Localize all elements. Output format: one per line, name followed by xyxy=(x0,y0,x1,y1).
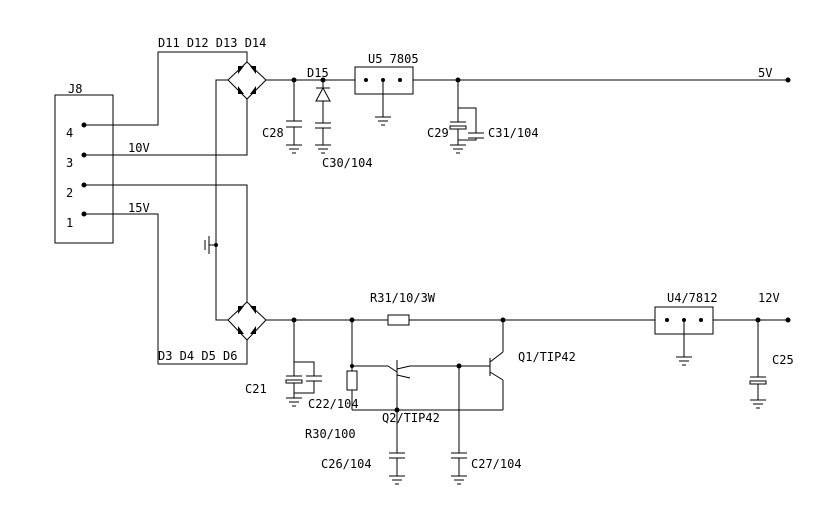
label-d11-d14: D11 D12 D13 D14 xyxy=(158,36,266,50)
label-c31: C31/104 xyxy=(488,126,539,140)
bridge-d3-d6 xyxy=(227,301,267,341)
capacitor-c27 xyxy=(451,366,467,485)
connector-j8 xyxy=(54,94,114,244)
resistor-r30 xyxy=(346,320,388,410)
label-c21: C21 xyxy=(245,382,267,396)
capacitor-c25 xyxy=(749,320,767,409)
label-u5: U5 7805 xyxy=(368,52,419,66)
label-c26: C26/104 xyxy=(321,457,372,471)
label-pin1: 1 xyxy=(66,216,73,230)
label-c22: C22/104 xyxy=(308,397,359,411)
capacitor-c29-c31 xyxy=(449,80,484,154)
label-15v: 15V xyxy=(128,201,150,215)
capacitor-c26 xyxy=(389,410,405,485)
label-pin4: 4 xyxy=(66,126,73,140)
label-j8: J8 xyxy=(68,82,82,96)
label-q1: Q1/TIP42 xyxy=(518,350,576,364)
label-c28: C28 xyxy=(262,126,284,140)
label-r30: R30/100 xyxy=(305,427,356,441)
rail-5v xyxy=(266,77,791,83)
transistor-q1 xyxy=(459,320,504,410)
label-c27: C27/104 xyxy=(471,457,522,471)
label-c29: C29 xyxy=(427,126,449,140)
label-pin2: 2 xyxy=(66,186,73,200)
rail-12v xyxy=(266,314,791,326)
label-c25: C25 xyxy=(772,353,794,367)
rail-capacitor xyxy=(204,236,218,254)
label-c30: C30/104 xyxy=(322,156,373,170)
wires-j8 xyxy=(84,51,248,365)
capacitor-c21-c22 xyxy=(285,320,322,407)
capacitor-c28 xyxy=(286,80,302,154)
label-r31: R31/10/3W xyxy=(370,291,436,305)
label-12v: 12V xyxy=(758,291,780,305)
regulator-u5 xyxy=(354,66,414,126)
label-pin3: 3 xyxy=(66,156,73,170)
diode-d15 xyxy=(315,80,331,123)
capacitor-c30 xyxy=(315,122,331,154)
label-10v: 10V xyxy=(128,141,150,155)
label-q2: Q2/TIP42 xyxy=(382,411,440,425)
label-d3-d6: D3 D4 D5 D6 xyxy=(158,349,237,363)
label-d15: D15 xyxy=(307,66,329,80)
transistor-q2 xyxy=(352,360,503,413)
bridge-d11-d14 xyxy=(227,61,267,100)
label-5v: 5V xyxy=(758,66,772,80)
regulator-u4 xyxy=(654,306,714,366)
label-u4: U4/7812 xyxy=(667,291,718,305)
